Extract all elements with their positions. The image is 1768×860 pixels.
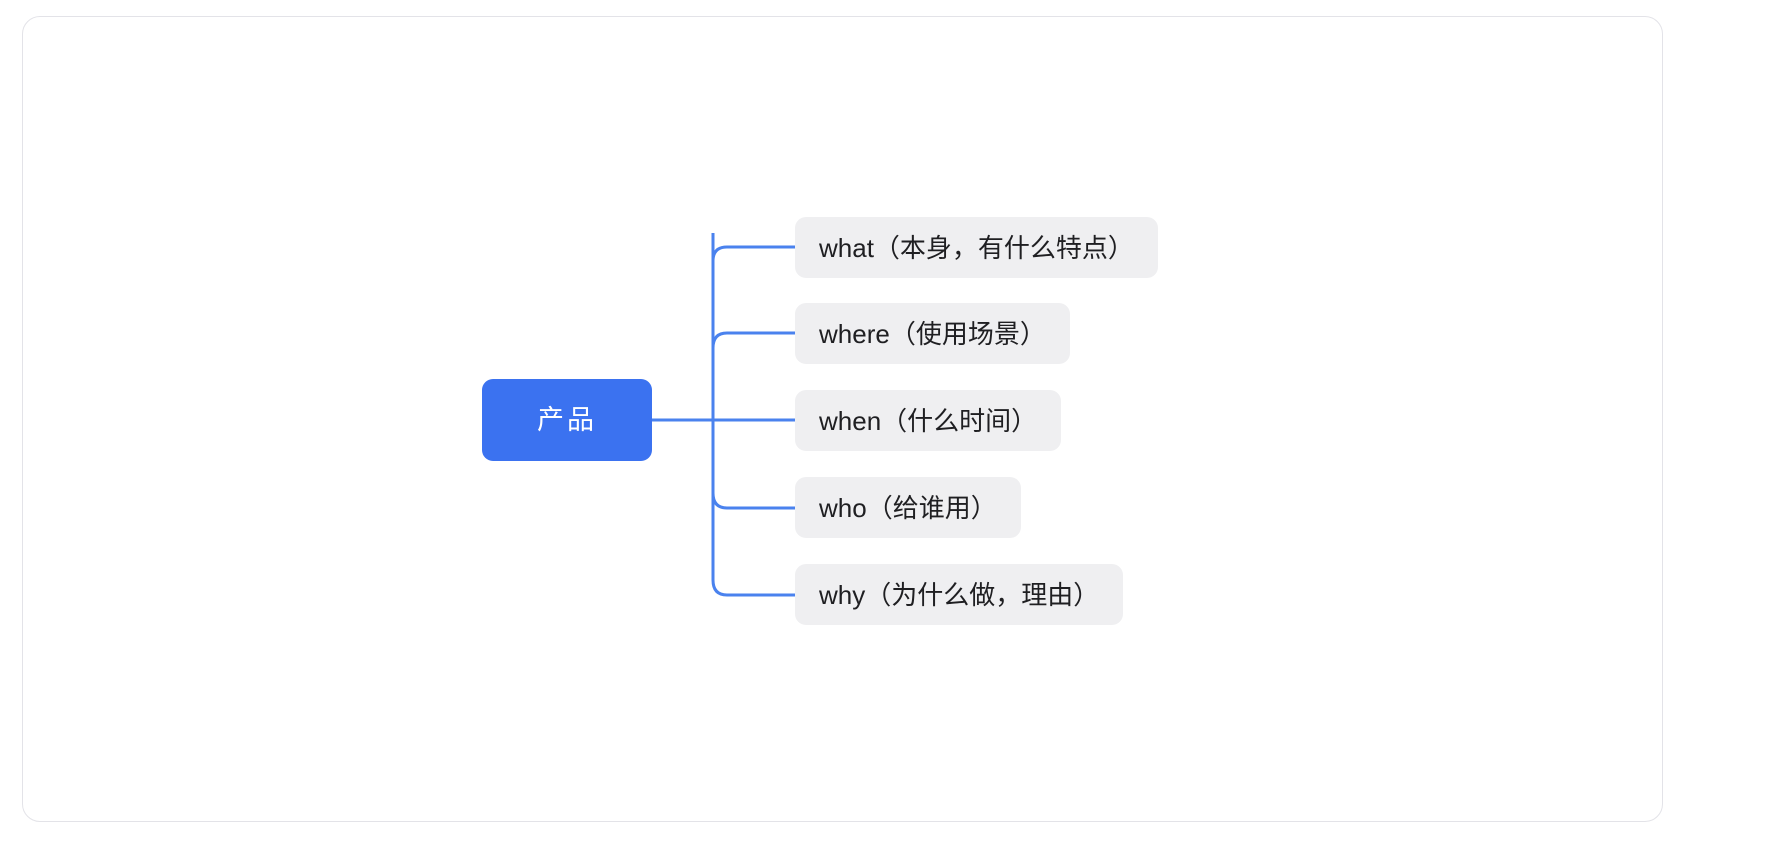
connector-branch-3 [711,491,797,510]
mindmap-root-node[interactable]: 产品 [482,379,652,461]
mindmap-node-label: where（使用场景） [819,318,1046,349]
connector-branch-1 [711,331,797,350]
mindmap-node-when[interactable]: when（什么时间） [795,390,1062,451]
mindmap-root-label: 产品 [537,404,597,435]
mindmap-node-why[interactable]: why（为什么做，理由） [795,564,1124,625]
mindmap-node-who[interactable]: who（给谁用） [795,477,1021,538]
connector-branch-4 [711,578,797,597]
mindmap-node-label: why（为什么做，理由） [819,579,1100,610]
mindmap-node-where[interactable]: where（使用场景） [795,303,1070,364]
mindmap-node-label: what（本身，有什么特点） [819,232,1134,263]
mindmap-node-label: who（给谁用） [819,492,997,523]
mindmap-node-what[interactable]: what（本身，有什么特点） [795,217,1158,278]
mindmap-node-label: when（什么时间） [819,405,1038,436]
connector-branch-0 [711,245,797,262]
